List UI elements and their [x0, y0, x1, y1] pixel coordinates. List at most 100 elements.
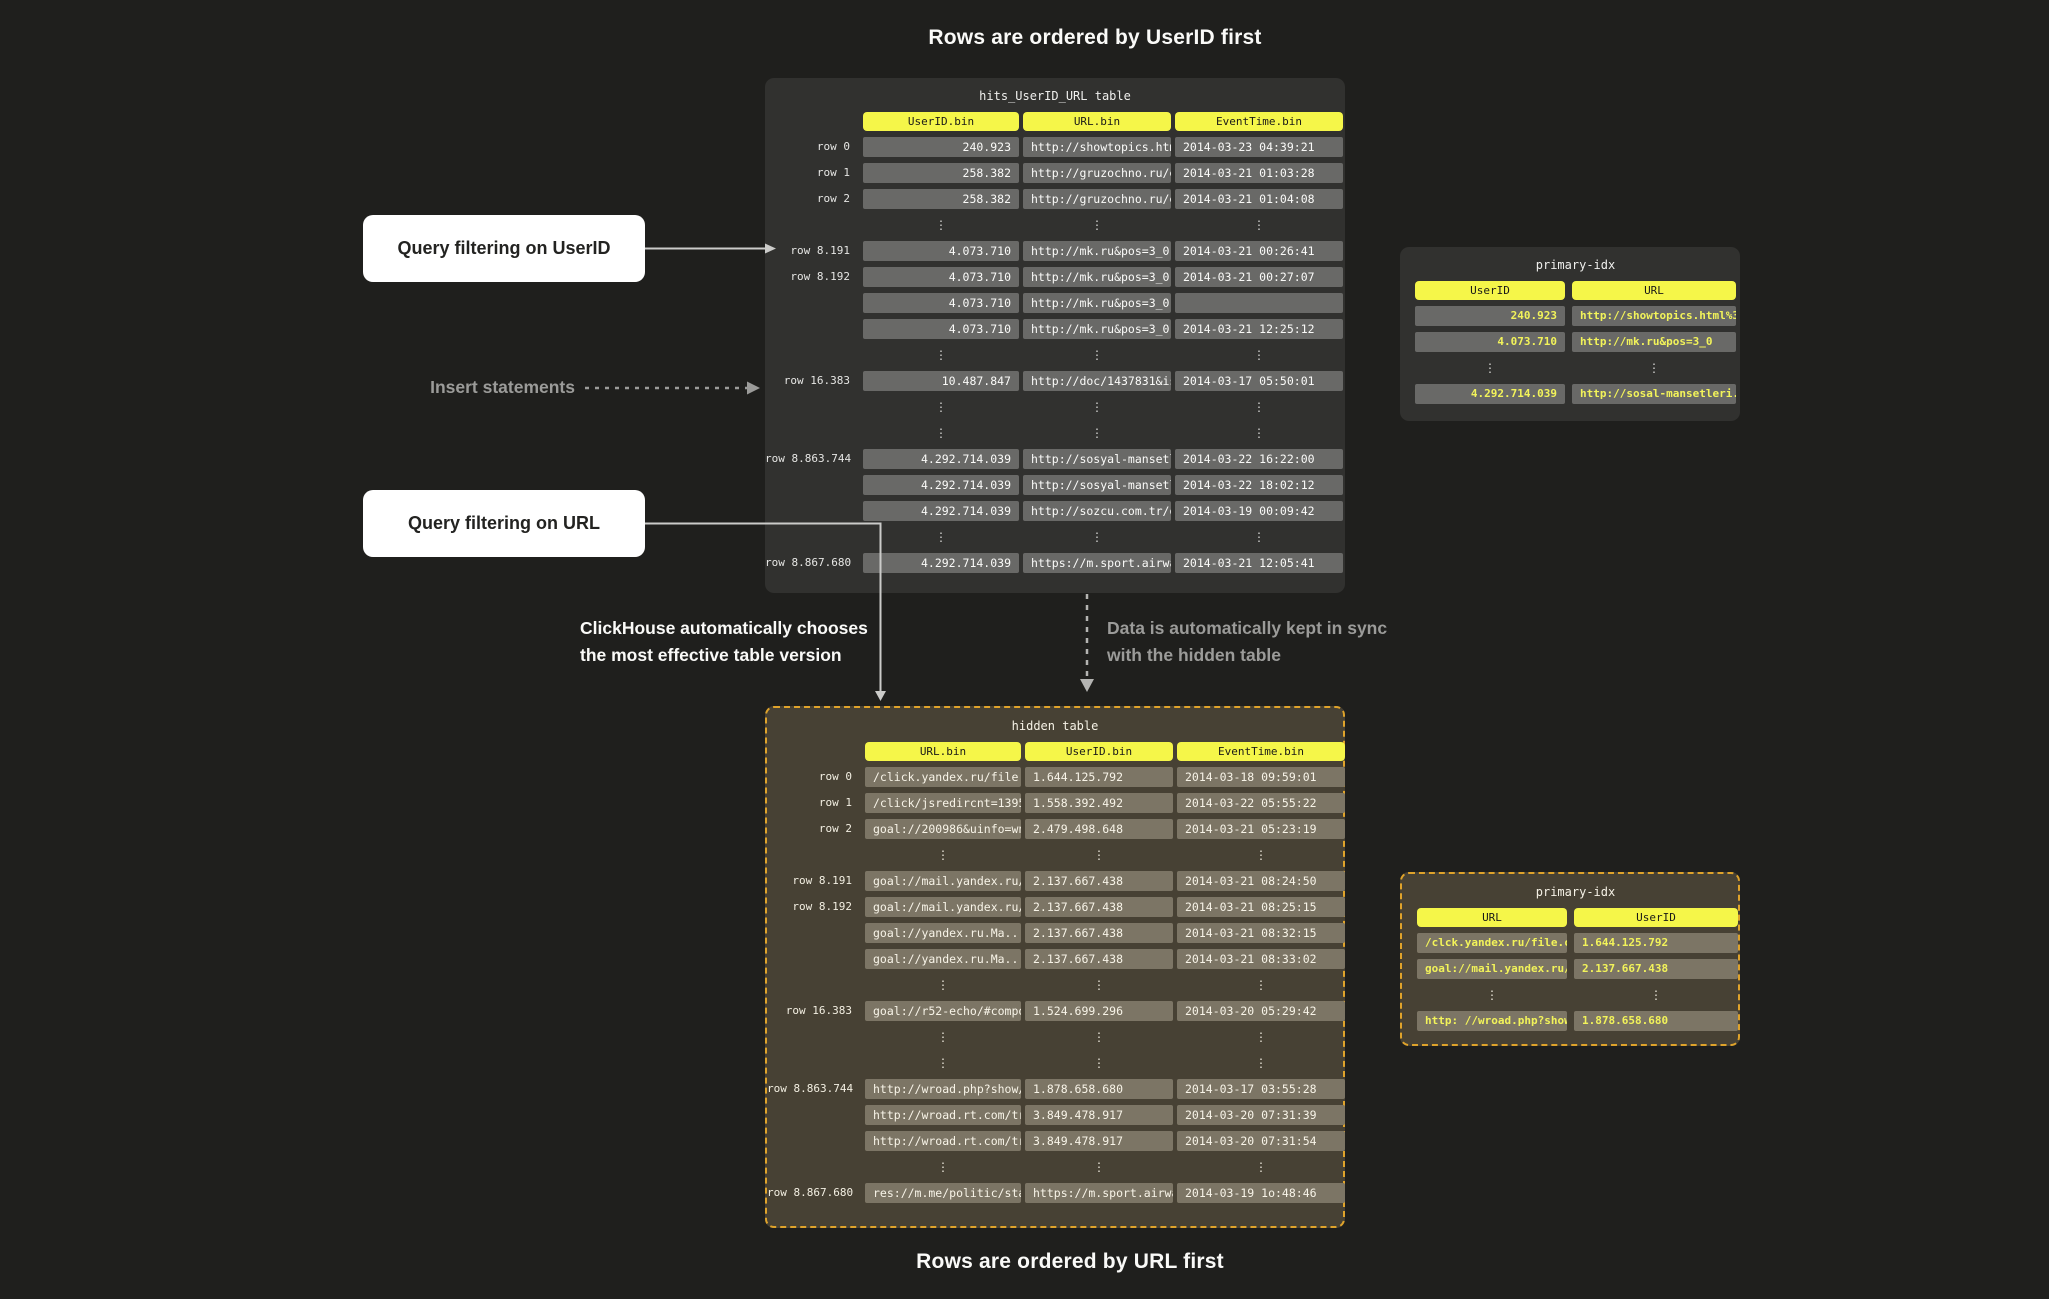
table-cell: goal://mail.yandex.ru/Ma... — [865, 897, 1021, 917]
table-row: http: //wroad.php?show/7... 1.878.658.680 — [1417, 1011, 1738, 1031]
row-label: row 2 — [816, 192, 850, 205]
table-cell: http: //wroad.php?show/7... — [1417, 1011, 1567, 1031]
table-cell: 3.849.478.917 — [1025, 1131, 1173, 1151]
table-cell: 2014-03-21 08:33:02 — [1177, 949, 1345, 969]
callout-label: Query filtering on UserID — [397, 238, 611, 258]
bottom-title: Rows are ordered by URL first — [916, 1250, 1224, 1273]
table-cell: 2014-03-22 16:22:00 — [1175, 449, 1343, 469]
ellipsis-row: ⋮⋮⋮ — [765, 345, 1345, 365]
table-row: row 8.863.744http://wroad.php?show/7...1… — [767, 1079, 1345, 1099]
column-header: UserID.bin — [863, 112, 1019, 131]
table-cell: res://m.me/politic/stati... — [865, 1183, 1021, 1203]
table-cell: 4.073.710 — [863, 319, 1019, 339]
table-cell: goal://r52-echo/#compose... — [865, 1001, 1021, 1021]
ellipsis-cell: ⋮ — [1255, 978, 1267, 992]
ellipsis-cell: ⋮ — [1255, 1056, 1267, 1070]
ellipsis-cell: ⋮ — [1255, 1030, 1267, 1044]
table-cell: 2014-03-21 00:26:41 — [1175, 241, 1343, 261]
ellipsis-cell: ⋮ — [1091, 530, 1103, 544]
table-cell: 2014-03-22 05:55:22 — [1177, 793, 1345, 813]
table-cell: 2014-03-21 12:05:41 — [1175, 553, 1343, 573]
table-cell: 258.382 — [863, 189, 1019, 209]
table-cell: http://mk.ru&pos=3_0 — [1023, 319, 1171, 339]
column-header: URL — [1417, 908, 1567, 927]
ellipsis-cell: ⋮ — [1253, 530, 1265, 544]
table-cell: 2.479.498.648 — [1025, 819, 1173, 839]
table-cell: 4.073.710 — [1415, 332, 1565, 352]
table-row: http://wroad.rt.com/tr/...3.849.478.9172… — [767, 1131, 1345, 1151]
table-cell: 1.558.392.492 — [1025, 793, 1173, 813]
ellipsis-cell: ⋮ — [1255, 848, 1267, 862]
table-cell: http://mk.ru&pos=3_0 — [1572, 332, 1736, 352]
table-cell: 4.292.714.039 — [863, 475, 1019, 495]
table-cell: goal://yandex.ru.Ma... — [865, 949, 1021, 969]
table-cell: 2.137.667.438 — [1025, 871, 1173, 891]
table-row: 4.073.710 http://mk.ru&pos=3_0 — [1415, 332, 1736, 352]
table-cell: 1.644.125.792 — [1574, 933, 1738, 953]
ellipsis-cell: ⋮ — [1484, 361, 1496, 375]
table-cell: 10.487.847 — [863, 371, 1019, 391]
table-row: row 0240.923http://showtopics.html%3...2… — [765, 137, 1345, 157]
table-cell: 2014-03-19 1o:48:46 — [1177, 1183, 1345, 1203]
table-cell: 2014-03-19 00:09:42 — [1175, 501, 1343, 521]
table-cell: 2014-03-21 05:23:19 — [1177, 819, 1345, 839]
table-row: row 1258.382http://gruzochno.ru/ekat...2… — [765, 163, 1345, 183]
table-cell: 1.878.658.680 — [1025, 1079, 1173, 1099]
row-label: row 8.863.744 — [765, 452, 852, 465]
sync-note-line1: Data is automatically kept in sync — [1107, 618, 1388, 638]
table-row: row 8.192goal://mail.yandex.ru/Ma...2.13… — [767, 897, 1345, 917]
column-header: UserID — [1574, 908, 1738, 927]
column-header: URL.bin — [865, 742, 1021, 761]
ellipsis-cell: ⋮ — [1093, 848, 1105, 862]
table-cell: /click/jsredircnt=1395412... — [865, 793, 1021, 813]
table-cell: http://wroad.php?show/7... — [865, 1079, 1021, 1099]
table-cell: 2.137.667.438 — [1025, 923, 1173, 943]
table-row: 240.923 http://showtopics.html%3... — [1415, 306, 1736, 326]
table-row: 4.292.714.039 http://sosal-mansetleri... — [1415, 384, 1736, 404]
table-row: row 2goal://200986&uinfo=wn-1...2.479.49… — [767, 819, 1345, 839]
ellipsis-row: ⋮⋮ — [1417, 985, 1734, 1005]
table-cell: http://sosal-mansetleri... — [1572, 384, 1736, 404]
table-cell: 2014-03-21 12:25:12 — [1175, 319, 1343, 339]
table-cell: http://doc/1437831&is_mo... — [1023, 371, 1171, 391]
table-cell: http://showtopics.html%3... — [1572, 306, 1736, 326]
chooses-note-line2: the most effective table version — [580, 645, 842, 665]
table-cell: 4.292.714.039 — [1415, 384, 1565, 404]
ellipsis-cell: ⋮ — [935, 530, 947, 544]
table-cell: 2014-03-21 01:04:08 — [1175, 189, 1343, 209]
table-row: row 8.191goal://mail.yandex.ru/Ma...2.13… — [767, 871, 1345, 891]
table-cell: 1.644.125.792 — [1025, 767, 1173, 787]
ellipsis-row: ⋮⋮⋮ — [767, 845, 1343, 865]
table-cell: 4.292.714.039 — [863, 553, 1019, 573]
query-filtering-userid-callout: Query filtering on UserID — [363, 215, 645, 282]
table-cell: 1.878.658.680 — [1574, 1011, 1738, 1031]
table-cell: 1.524.699.296 — [1025, 1001, 1173, 1021]
table-row: row 1/click/jsredircnt=1395412...1.558.3… — [767, 793, 1345, 813]
table-cell: http://gruzochno.ru/ekat... — [1023, 163, 1171, 183]
table-cell: goal://mail.yandex.ru/Ma... — [865, 871, 1021, 891]
ellipsis-row: ⋮ ⋮ ⋮ — [765, 527, 1345, 547]
row-label: row 8.867.680 — [765, 556, 852, 569]
table-cell: 2.137.667.438 — [1025, 897, 1173, 917]
table-cell: 240.923 — [1415, 306, 1565, 326]
ellipsis-cell: ⋮ — [935, 218, 947, 232]
ellipsis-row: ⋮⋮⋮ — [767, 975, 1343, 995]
table-cell: 4.073.710 — [863, 267, 1019, 287]
sync-note-line2: with the hidden table — [1107, 645, 1282, 665]
column-header: UserID.bin — [1025, 742, 1173, 761]
arrow-insert-statements — [585, 381, 760, 395]
table-cell: http://showtopics.html%3... — [1023, 137, 1171, 157]
ellipsis-cell: ⋮ — [1255, 1160, 1267, 1174]
table-title: hits_UserID_URL table — [979, 89, 1131, 103]
ellipsis-cell: ⋮ — [1486, 988, 1498, 1002]
ellipsis-cell: ⋮ — [937, 1030, 949, 1044]
table-row: goal://mail.yandex.ru/Ma...2.137.667.438 — [1417, 959, 1738, 979]
